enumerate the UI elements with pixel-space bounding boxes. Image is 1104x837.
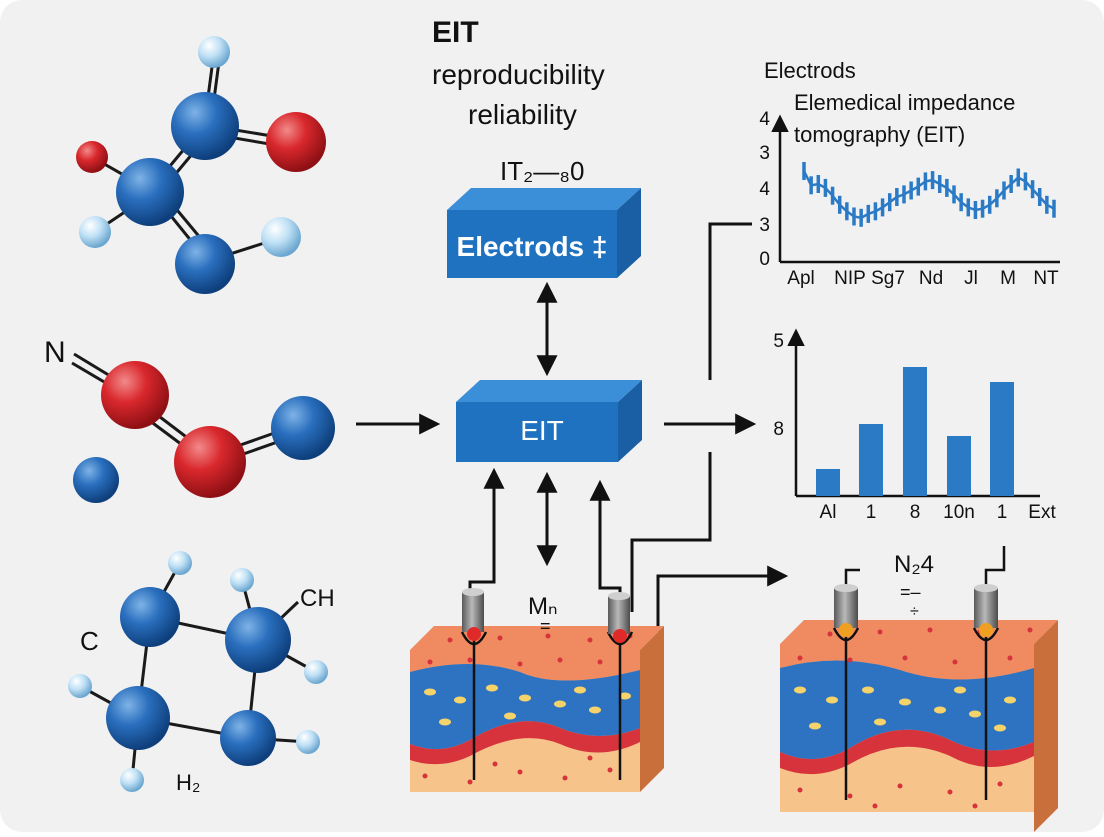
electrode-icon-right-2 <box>972 546 1006 800</box>
bar-chart-x-tick: 8 <box>910 502 921 523</box>
connector-electrode-to-right <box>630 452 712 612</box>
line-chart-y-tick: 3 <box>759 215 770 236</box>
mol3-label-ch: CH <box>300 585 335 612</box>
arrow-icon-left-electrode-up <box>468 467 505 602</box>
bar-chart-bar <box>859 424 883 496</box>
bar-chart-y-tick: 8 <box>773 419 784 440</box>
bar-chart-x-tick: 1 <box>866 502 877 523</box>
line-chart-title: Electrods <box>764 58 856 83</box>
line-chart-y-tick: 0 <box>759 249 770 270</box>
line-chart-x-tick: Apl <box>787 268 814 289</box>
electrode-icon-right-1 <box>832 568 860 800</box>
line-chart-x-tick: Nd <box>919 268 943 289</box>
line-chart-x-tick: Sg7 <box>871 268 905 289</box>
line-chart-y-tick: 4 <box>759 109 770 130</box>
line-chart-x-tick: NIP <box>834 268 866 289</box>
molecule-icon-1 <box>76 36 326 294</box>
line-chart-series-line <box>802 170 1055 220</box>
electrode-icon-left-1 <box>460 588 488 780</box>
bar-chart-y-tick: 5 <box>773 331 784 352</box>
right-tissue-sublabel-2: ÷ <box>910 603 919 620</box>
title-line-3: reliability <box>468 99 577 130</box>
bar-chart-bar <box>816 469 840 496</box>
bar-chart-bar <box>903 367 927 496</box>
connector-to-linechart <box>708 222 752 380</box>
bar-chart-x-tick: 10n <box>943 502 975 523</box>
line-chart-y-tick: 3 <box>759 143 770 164</box>
title-line-2: reproducibility <box>432 59 605 90</box>
line-chart-subtitle-2: tomography (EIT) <box>794 122 965 147</box>
arrow-icon-to-right-tissue <box>646 565 789 632</box>
bar-chart-bar <box>990 382 1014 496</box>
eit-box[interactable]: EIT <box>456 380 642 462</box>
electrodes-box[interactable]: Electrods ‡ <box>447 188 641 278</box>
line-chart-subtitle-1: Elemedical impedance <box>794 90 1015 115</box>
line-chart-x-tick: M <box>1000 268 1016 289</box>
molecule-icon-3: C CH H₂ <box>68 551 335 795</box>
mol2-label-n: N <box>44 336 66 369</box>
line-chart: Electrods Elemedical impedance tomograph… <box>759 58 1060 289</box>
electrode-icon-left-2 <box>606 592 634 780</box>
bar-chart-x-tick: Al <box>820 502 837 523</box>
bar-chart-x-tick: Ext <box>1028 502 1056 523</box>
right-tissue-sublabel-1: =– <box>900 582 921 602</box>
bar-chart-bar <box>947 436 971 496</box>
mol3-label-c: C <box>80 626 99 656</box>
left-tissue-label: Mₙ <box>528 593 558 620</box>
tissue-block-icon-right: N₂4 =– ÷ <box>780 551 1058 832</box>
title-line-1: EIT <box>432 16 479 49</box>
left-tissue-sublabel: = <box>540 616 551 636</box>
electrodes-box-label: Electrods ‡ <box>457 231 608 262</box>
title-block: EIT reproducibility reliability <box>432 16 605 130</box>
line-chart-x-tick: Jl <box>964 268 978 289</box>
line-chart-x-tick: NT <box>1033 268 1059 289</box>
mol3-label-h2: H₂ <box>176 770 200 795</box>
line-chart-y-tick: 4 <box>759 179 770 200</box>
bar-chart: 5 8 Al 1 8 10n 1 Ext <box>773 328 1056 523</box>
bar-chart-x-tick: 1 <box>997 502 1008 523</box>
right-tissue-label: N₂4 <box>894 551 934 578</box>
molecule-icon-2: N <box>44 336 335 503</box>
eit-box-label: EIT <box>520 415 564 446</box>
formula-label: IT₂—₈0 <box>500 156 584 186</box>
